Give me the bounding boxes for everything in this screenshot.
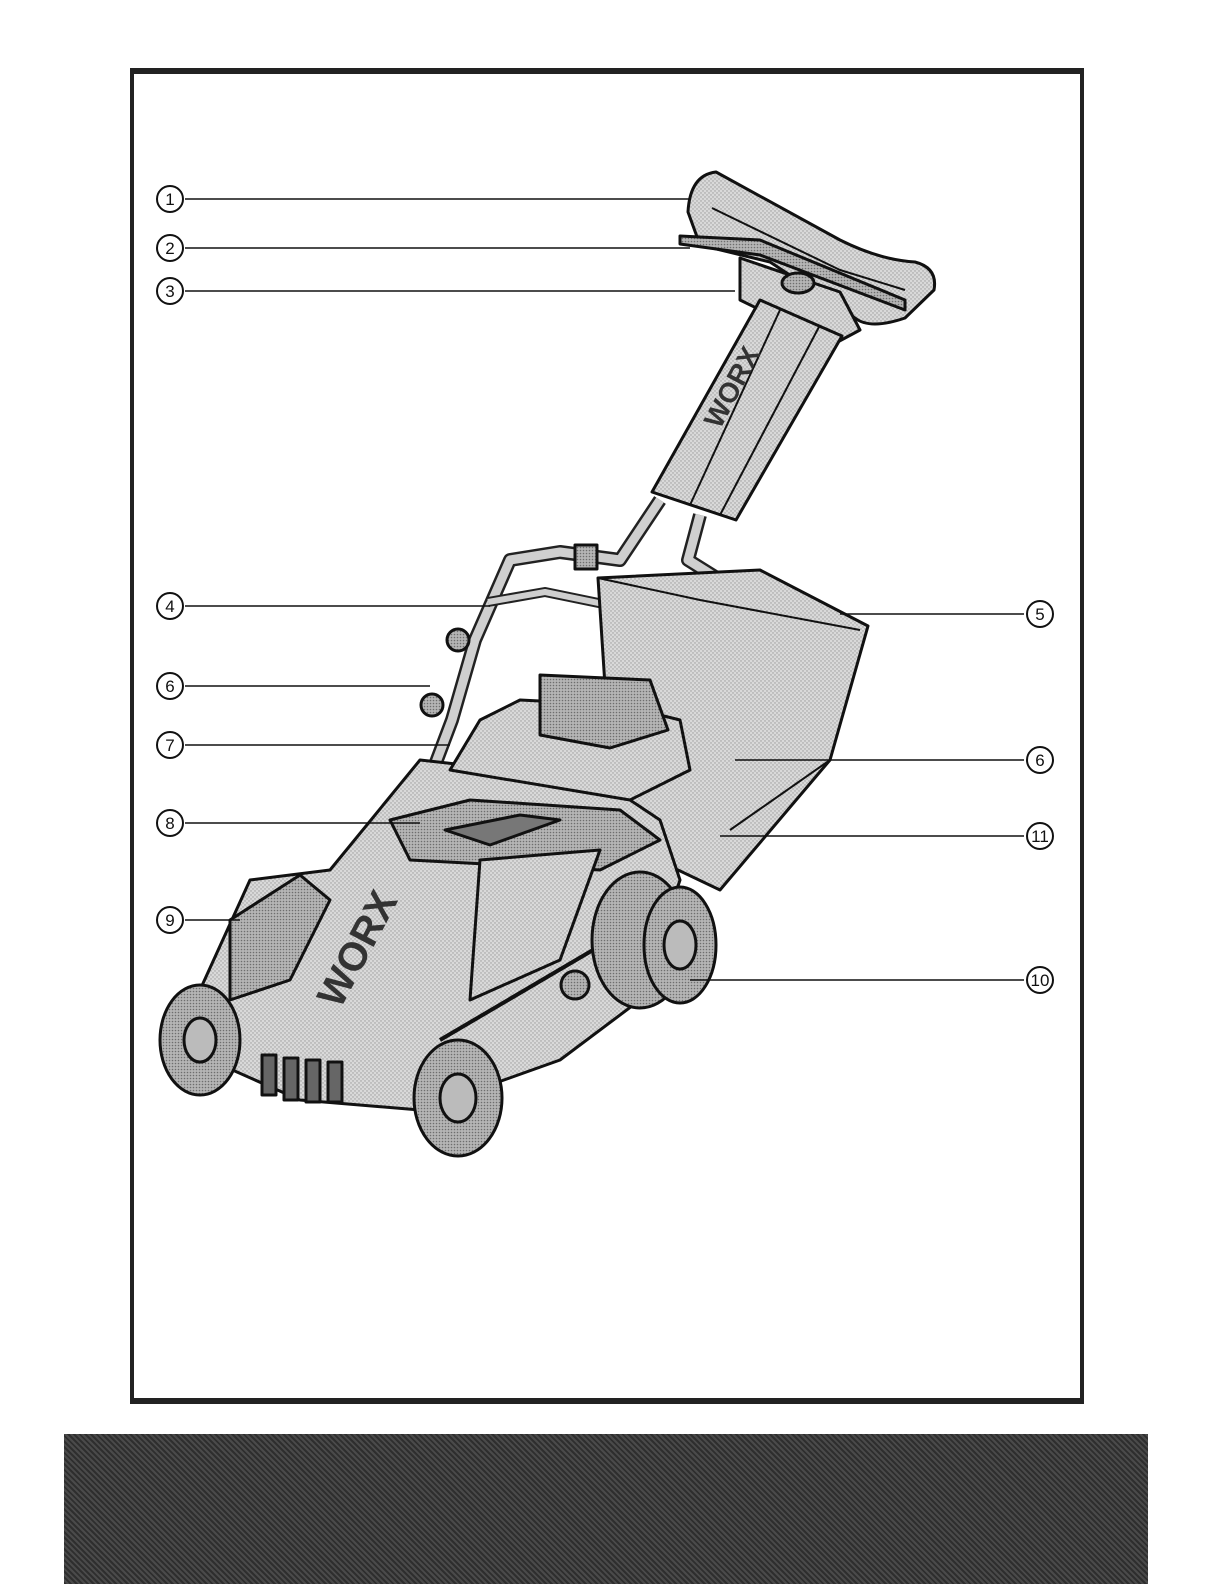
callout-10: 10 — [1027, 967, 1053, 993]
footer-band — [64, 1434, 1148, 1584]
handle-knob-left-lower — [421, 694, 443, 716]
callout-11: 11 — [1027, 823, 1053, 849]
svg-text:8: 8 — [165, 814, 174, 833]
callout-4: 4 — [157, 593, 183, 619]
svg-text:10: 10 — [1031, 971, 1050, 990]
svg-text:2: 2 — [165, 239, 174, 258]
handle-knob-left-upper — [447, 629, 469, 651]
svg-text:4: 4 — [165, 597, 174, 616]
safety-key — [561, 971, 589, 999]
svg-text:5: 5 — [1035, 605, 1044, 624]
callout-6-left: 6 — [157, 673, 183, 699]
upper-handle-tube — [652, 300, 842, 520]
svg-text:11: 11 — [1031, 827, 1049, 846]
callout-9: 9 — [157, 907, 183, 933]
callout-1: 1 — [157, 186, 183, 212]
svg-text:1: 1 — [165, 190, 174, 209]
callout-5: 5 — [1027, 601, 1053, 627]
callout-7: 7 — [157, 732, 183, 758]
callout-6-right: 6 — [1027, 747, 1053, 773]
svg-text:6: 6 — [1035, 751, 1044, 770]
callout-3: 3 — [157, 278, 183, 304]
svg-text:3: 3 — [165, 282, 174, 301]
svg-text:6: 6 — [165, 677, 174, 696]
callout-8: 8 — [157, 810, 183, 836]
svg-text:7: 7 — [165, 736, 174, 755]
svg-text:9: 9 — [165, 911, 174, 930]
callout-2: 2 — [157, 235, 183, 261]
